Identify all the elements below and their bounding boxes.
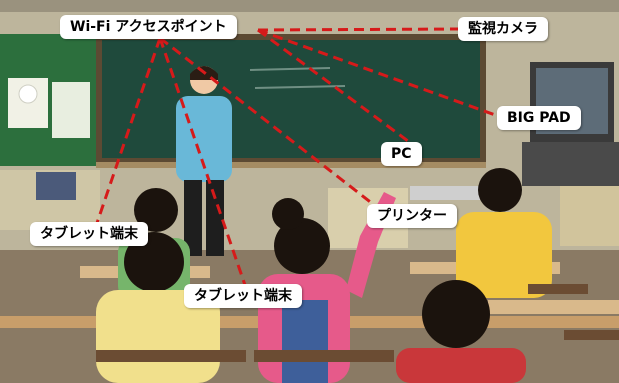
student-head [134, 188, 178, 232]
student-body [396, 348, 526, 383]
link-ap-to-tablet-1 [94, 37, 162, 227]
link-ap-to-bigpad [257, 28, 499, 118]
ceiling-strip [0, 0, 619, 12]
link-ap-to-pc [257, 28, 413, 146]
chalk-tray [96, 162, 486, 168]
student-overalls [282, 300, 328, 383]
student-head [478, 168, 522, 212]
tablet-label-1: タブレット端末 [30, 222, 148, 246]
student-head [124, 232, 184, 292]
student-desk [488, 300, 619, 314]
chalk-mark [254, 85, 346, 89]
bunny-poster-head [18, 84, 38, 104]
big-pad-label: BIG PAD [497, 106, 581, 130]
left-shelf-item [36, 172, 76, 200]
link-ap-to-printer [159, 36, 379, 210]
link-ap-to-tablet-2 [158, 37, 248, 289]
link-ap-to-camera [257, 27, 461, 32]
camera-label: 監視カメラ [458, 17, 548, 41]
chair-back [96, 350, 246, 362]
chair-back [528, 284, 588, 294]
student-head [422, 280, 490, 348]
chalk-mark [249, 67, 331, 71]
teacher-body [176, 96, 232, 182]
access-point-label: Wi-Fi アクセスポイント [60, 15, 237, 39]
chair-back [564, 330, 619, 340]
student-body [456, 212, 552, 298]
printer-label: プリンター [367, 204, 457, 228]
student-head [274, 218, 330, 274]
student-head [272, 198, 304, 230]
notice-poster [52, 82, 90, 138]
teacher-leg [184, 180, 202, 256]
cabinet [560, 186, 619, 246]
chair-back [254, 350, 394, 362]
big-pad-cabinet [522, 142, 619, 186]
teacher-leg [206, 180, 224, 256]
pc-label: PC [381, 142, 422, 166]
tablet-label-2: タブレット端末 [184, 284, 302, 308]
printer-device [410, 186, 480, 200]
